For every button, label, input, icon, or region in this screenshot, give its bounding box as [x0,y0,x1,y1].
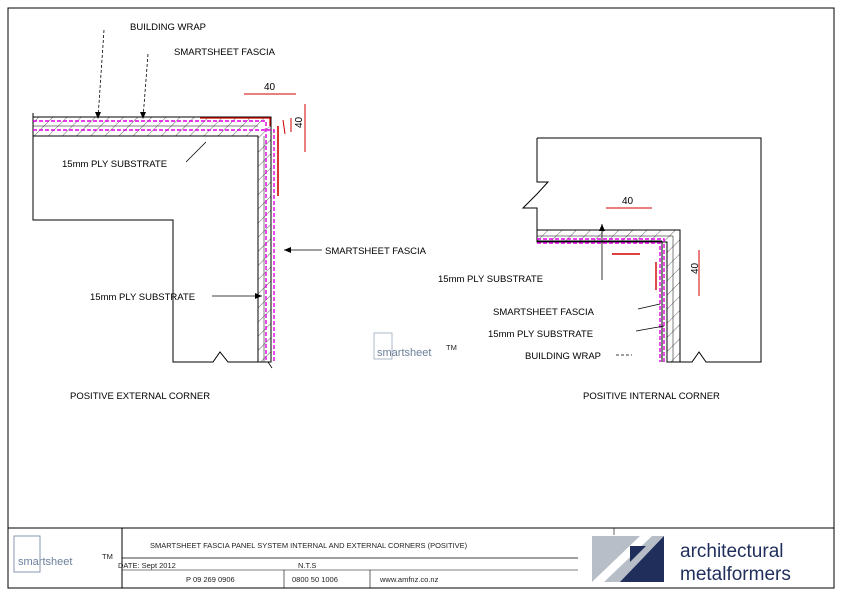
internal-corner-detail: 40 40 15mm PLY SUBSTRATE SMARTSHEET FASC… [438,137,762,402]
building-wrap-left [33,120,267,362]
label-building-wrap-top: BUILDING WRAP [130,22,206,33]
label-fascia-right: SMARTSHEET FASCIA [493,307,595,318]
label-fascia-left-side: SMARTSHEET FASCIA [325,246,427,257]
wall-outline-left [32,113,258,363]
company-name-line1: architectural [680,541,784,562]
website: www.amfnz.co.nz [379,575,439,584]
label-fascia-top: SMARTSHEET FASCIA [174,47,276,58]
label-ply-left-side: 15mm PLY SUBSTRATE [90,292,195,303]
dim-left-horizontal: 40 [264,82,276,93]
fascia-left [33,129,275,362]
drawing-title: SMARTSHEET FASCIA PANEL SYSTEM INTERNAL … [150,541,468,550]
sheet-border [7,7,835,589]
phone-number: P 09 269 0906 [186,575,235,584]
label-ply-right-2: 15mm PLY SUBSTRATE [488,329,593,340]
building-wrap-right [537,238,665,362]
caption-internal-corner: POSITIVE INTERNAL CORNER [583,391,720,402]
dim-right-vertical: 40 [690,262,701,274]
fascia-right [537,242,661,362]
external-corner-detail: 40 40 BUILDING WRAP SMARTSHEET FASCIA 15… [32,22,427,402]
ply-substrate-left [32,116,272,363]
drawing-scale: N.T.S [298,561,316,570]
ply-substrate-right [536,229,681,363]
freephone-number: 0800 50 1006 [292,575,338,584]
title-block: smartsheet TM SMARTSHEET FASCIA PANEL SY… [8,527,834,588]
drawing-date: DATE: Sept 2012 [118,561,176,570]
company-name-line2: metalformers [680,564,791,585]
label-building-wrap-right: BUILDING WRAP [525,351,601,362]
watermark-logo: smartsheet TM [373,332,457,360]
dim-right-horizontal: 40 [622,196,634,207]
svg-text:TM: TM [446,343,457,352]
caption-external-corner: POSITIVE EXTERNAL CORNER [70,391,210,402]
dim-left-vertical: 40 [294,116,305,128]
wall-outline-right-top [521,138,662,231]
smartsheet-logo: smartsheet TM [13,535,113,573]
amf-logo: architectural metalformers [592,536,791,585]
logo-text: smartsheet [18,556,72,568]
label-ply-right: 15mm PLY SUBSTRATE [438,274,543,285]
svg-text:smartsheet: smartsheet [377,347,431,359]
label-ply-top: 15mm PLY SUBSTRATE [62,159,167,170]
svg-text:TM: TM [102,552,113,561]
